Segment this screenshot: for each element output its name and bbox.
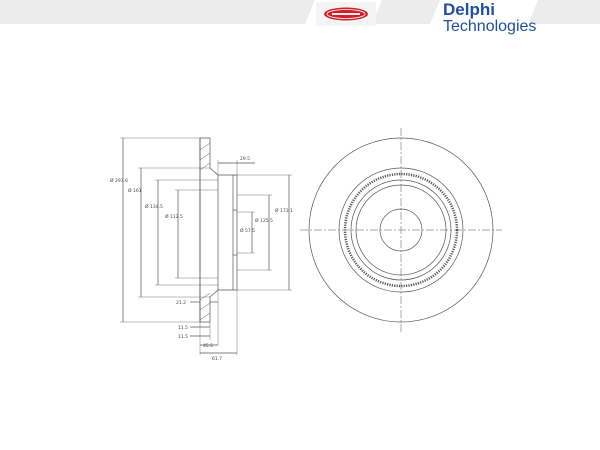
delphi-oval-logo-icon [316, 2, 376, 26]
brand-subtitle: Technologies [443, 18, 537, 35]
brake-disc-front-view-icon [300, 128, 502, 332]
dim-diameter-7: Ø 57.5 [240, 227, 255, 234]
dim-bottom-1: 11.5 [178, 325, 188, 331]
dim-bottom-3: 45.5 [203, 343, 213, 349]
dim-hub-top: 29.5 [240, 156, 250, 162]
dim-diameter-4: Ø 112.5 [165, 213, 183, 220]
dim-diameter-2: Ø 161 [128, 187, 142, 194]
banner-band-right [528, 0, 600, 24]
dim-outer-diameter: Ø 297.6 [110, 177, 128, 184]
disc-section-outline [199, 137, 238, 323]
brand-name: Delphi [443, 0, 495, 19]
section-view [120, 137, 292, 355]
dim-bottom-4: 61.7 [212, 356, 222, 362]
dim-diameter-5: Ø 173.1 [275, 207, 293, 214]
section-hatching [199, 142, 211, 321]
banner-band-mid [372, 0, 440, 24]
dim-bottom-2: 11.5 [178, 334, 188, 340]
banner-band-left [0, 0, 315, 24]
dim-thickness: 21.2 [176, 300, 186, 306]
dim-diameter-6: Ø 125.5 [255, 217, 273, 224]
section-view-dimensions: Ø 297.6 Ø 161 Ø 134.5 Ø 112.5 29.5 Ø 173… [110, 156, 293, 362]
header-banner [0, 0, 600, 24]
dim-diameter-3: Ø 134.5 [145, 203, 163, 210]
